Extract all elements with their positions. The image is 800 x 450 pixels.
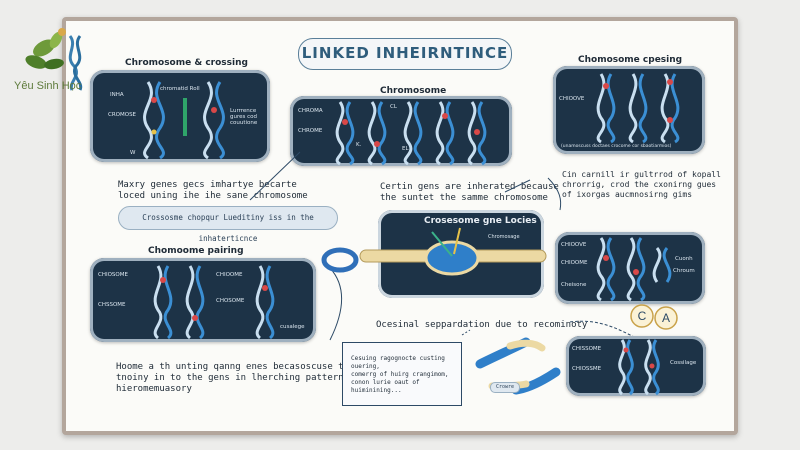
label-el: EL <box>402 146 409 152</box>
label-cossilage: Cossilage <box>670 360 697 366</box>
panel-chromosome-crossing: INHA CROMOSE Lurrrence gures cod couutio… <box>90 70 270 162</box>
dna-helix-icon <box>596 237 672 302</box>
panel-chromosome-bottom-right: CHISSOME CHIOSSME Cossilage <box>566 336 706 396</box>
label-chssome: CHSSOME <box>98 302 126 308</box>
note-bottom-line: Hoome a th unting qanng enes becasoscuse… <box>116 362 366 372</box>
badge-icon: C A <box>630 304 678 330</box>
label-chiosome: CHIOSOME <box>98 272 128 278</box>
label-chissome: CHISSOME <box>572 346 602 352</box>
panel-chromosome: CHROMA CHROME K. CL EL <box>290 96 512 166</box>
label-cromose: CROMOSE <box>108 112 137 118</box>
note-bottom-left: Hoome a th unting qanng enes becasoscuse… <box>116 362 371 395</box>
panel-ml-heading: Chomoome pairing <box>148 246 244 256</box>
frame-badge: Crowre <box>490 382 520 393</box>
dna-helix-icon <box>153 265 275 340</box>
label-chioome-mr: CHIOOME <box>561 260 588 266</box>
crossover-chromosome-icon <box>321 227 547 276</box>
note-right-line: chrorrig, crod the cxonirng gues <box>562 180 717 189</box>
panel-tl-heading: Chromosome & crossing <box>125 58 248 68</box>
note-center-line: the suntet the samme chromosome <box>380 193 548 203</box>
framed-note-line: Cesuing ragognocte custing ouering, <box>351 355 445 370</box>
label-cl: CL <box>390 104 397 110</box>
dna-helix-icon <box>143 81 225 160</box>
label-cheisone: Cheisone <box>561 282 587 288</box>
pill-crossosome: Crossosme chopqur Lueditiny iss in the i… <box>118 206 338 243</box>
note-center: Certin gens are inherated because the su… <box>380 182 559 204</box>
panel-tr-heading: Chomosome cpesing <box>578 55 683 65</box>
note-bottom-line: tnoiny in to the gens in lherching patte… <box>116 373 371 383</box>
label-chioove-mr: CHIOOVE <box>561 242 587 248</box>
dna-helix-icon <box>618 339 660 396</box>
separated-chromosomes-icon <box>475 337 561 395</box>
note-right-line: of ixorgas aucmnosirng gims <box>562 190 693 199</box>
label-lurrence: Lurrrence gures cod couutione <box>230 108 258 126</box>
framed-note-line: comerrg of huirg crangimom, <box>351 371 449 378</box>
label-w: W <box>130 150 136 156</box>
note-center-line: Certin gens are inherated because <box>380 182 559 192</box>
label-unamoscuss: (unamoscuss doctaes crocome cor sbaotiar… <box>561 144 672 149</box>
panel-chromosome-pairing: CHIOSOME CHSSOME CHIOOME CHOSOME cusaleg… <box>90 258 316 342</box>
note-left: Maxry genes gecs imhartye becarte loced … <box>118 180 308 202</box>
panel-tc-heading: Chromosome <box>380 86 447 96</box>
label-chroum: Chroum <box>673 268 695 274</box>
badge-a: A <box>662 311 670 325</box>
framed-note-text: Cesuing ragognocte custing ouering, come… <box>351 355 461 395</box>
label-chioome: CHIOOME <box>216 272 243 278</box>
framed-note-line: conon lurie oaut of huiminining... <box>351 379 420 394</box>
note-bottom-line: hieromemuasory <box>116 384 192 394</box>
logo-text: Yêu Sinh Học <box>14 80 82 92</box>
note-left-line: Maxry genes gecs imhartye becarte <box>118 180 297 190</box>
label-cusalege: cusalege <box>280 324 305 330</box>
panel-mc-heading: Crosesome gne Locies <box>424 216 537 226</box>
label-chioove: CHIOOVE <box>559 96 585 102</box>
label-chiossme: CHIOSSME <box>572 366 602 372</box>
panel-chromosome-mid-right: CHIOOVE CHIOOME Cheisone Cuonh Chroum <box>555 232 705 304</box>
label-cuonh: Cuonh <box>675 256 693 262</box>
panel-chromosome-crossing-right: CHIOOVE (unamoscuss doctaes crocome cor … <box>553 66 705 154</box>
page-title: LINKED INHEIRNTINCE <box>298 38 512 70</box>
leaf-logo-icon <box>25 28 83 91</box>
label-chromosage: Chromosage <box>488 234 520 240</box>
note-left-line: loced uning ihe ihe sane chromosome <box>118 191 308 201</box>
note-right: Cin carnill ir gultrrod of kopall chrorr… <box>562 170 721 200</box>
note-right-line: Cin carnill ir gultrrod of kopall <box>562 170 721 179</box>
framed-note: Cesuing ragognocte custing ouering, come… <box>342 342 462 406</box>
label-chosome: CHOSOME <box>216 298 245 304</box>
label-chroma: CHROMA <box>298 108 323 114</box>
badge-c: C <box>638 309 647 323</box>
dna-helix-icon <box>596 73 680 144</box>
label-chrome: CHROME <box>298 128 323 134</box>
dna-helix-icon <box>335 101 487 166</box>
label-inha: INHA <box>110 92 124 98</box>
label-chromatid: chromatid Roll <box>160 86 200 92</box>
label-k: K. <box>356 142 362 148</box>
note-separation: Ocesinal seppardation due to recominoty <box>376 320 588 330</box>
